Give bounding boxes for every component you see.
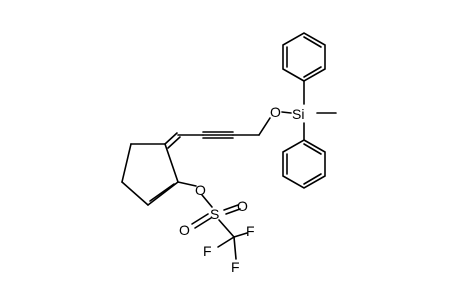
upper-phenyl-inner-2 [303,36,322,48]
bond-ring-c4-c5 [121,143,132,183]
bond-ring-c2-c3 [147,181,179,206]
upper-phenyl-ring [282,32,326,82]
lower-phenyl-inner-2 [303,173,322,185]
atom-label-silicon: Si [292,106,304,122]
bond-carbon-fluorine-left [217,236,235,248]
upper-phenyl-hexagon [282,32,326,82]
bond-exocyclic-double [164,132,178,145]
bond-sulfur-carbon [218,219,235,238]
bond-carbon-fluorine-bottom [233,236,237,260]
upper-phenyl-inner-3 [303,66,322,78]
atom-label-oxygen-silyl: O [270,104,281,120]
alkynyl-chain [164,117,271,149]
bond-oxygen-silicon [281,111,292,114]
bond-ring-oxygen [177,181,197,187]
atom-label-oxygen-triflate: O [195,182,206,198]
lower-phenyl-inner-1 [303,143,322,155]
bond-ring-c3-c4 [121,181,149,206]
atom-label-oxygen-sulfonyl-left: O [179,222,190,238]
bond-carbon-fluorine-top [233,232,248,238]
atom-label-oxygen-sulfonyl-right: O [237,198,248,214]
atom-label-fluorine-left: F [203,243,212,259]
bond-sulfur-oxygen-right [223,204,239,211]
silyl-group [281,80,337,141]
bond-ch2-oxygen [258,117,271,136]
bond-ring-c1-c2 [164,143,179,183]
bond-sulfur-oxygen-left [194,217,212,229]
lower-phenyl-hexagon [282,139,326,189]
atom-label-fluorine-top: F [246,223,255,239]
triflate-group [177,181,248,260]
bond-oxygen-sulfur [201,194,213,208]
bond-sulfur-oxygen-left-second [191,213,209,225]
atom-label-sulfur: S [210,206,219,222]
cyclopentene-ring [121,143,179,206]
lower-phenyl-ring [282,139,326,189]
bond-exocyclic-double-second [167,136,181,149]
atom-label-fluorine-bottom: F [231,259,240,275]
bond-ring-c2-c3-inner [149,183,175,202]
bond-sulfur-oxygen-right-second [225,208,241,215]
